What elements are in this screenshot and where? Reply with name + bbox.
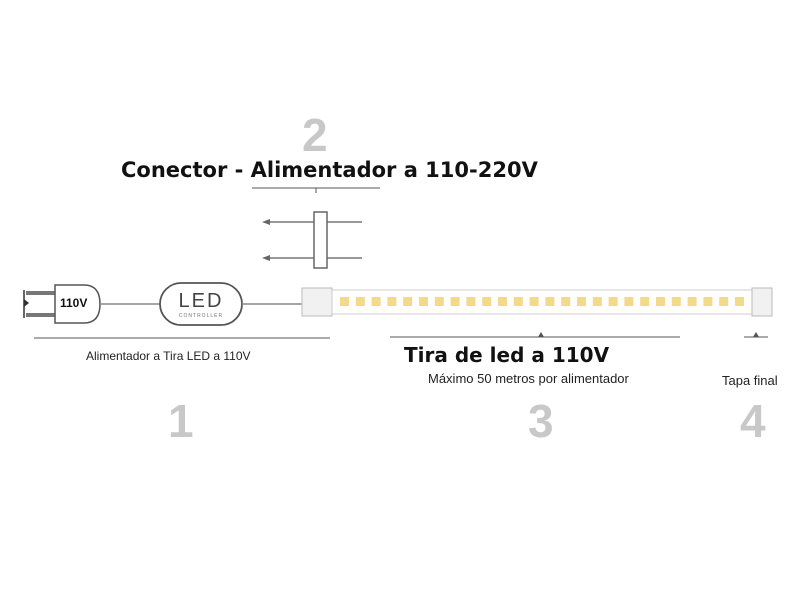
controller-graphic — [159, 282, 302, 326]
led-chip — [513, 297, 523, 306]
led-chip — [498, 297, 507, 306]
led-chip — [387, 297, 397, 306]
led-chip — [529, 297, 539, 306]
plug-graphic — [23, 284, 162, 324]
controller-sub-label: CONTROLLER — [178, 313, 224, 319]
led-chip — [371, 297, 381, 306]
step2-label: Conector - Alimentador a 110-220V — [121, 158, 538, 182]
step2-number: 2 — [302, 109, 328, 161]
led-chip — [403, 297, 413, 306]
led-chip — [624, 297, 634, 306]
step3-sublabel: Máximo 50 metros por alimentador — [428, 371, 629, 386]
connector-pins — [262, 211, 362, 269]
led-chip — [466, 297, 476, 306]
plug-voltage: 110V — [60, 296, 88, 310]
step3-number: 3 — [528, 395, 554, 447]
led-chip — [355, 297, 365, 306]
led-chip — [656, 297, 665, 306]
step4-number: 4 — [740, 395, 766, 447]
led-chip — [640, 297, 650, 306]
led-chip — [735, 297, 744, 306]
led-chip — [592, 297, 602, 306]
step3-label: Tira de led a 110V — [404, 343, 610, 367]
led-chip — [419, 297, 428, 306]
controller-label: LED — [178, 290, 224, 312]
led-chip — [703, 297, 713, 306]
led-chip — [608, 297, 618, 306]
step1-number: 1 — [168, 395, 194, 447]
step4-label: Tapa final — [722, 373, 778, 388]
led-chip — [687, 297, 697, 306]
step1-label: Alimentador a Tira LED a 110V — [86, 349, 251, 363]
led-chip — [340, 297, 349, 306]
led-chip — [561, 297, 571, 306]
led-chip — [671, 297, 681, 306]
led-chip — [545, 297, 555, 306]
connector-body — [313, 211, 328, 269]
led-strip — [301, 287, 753, 317]
led-chip — [482, 297, 492, 306]
led-chip — [434, 297, 444, 306]
led-chip — [577, 297, 586, 306]
led-chip — [719, 297, 729, 306]
led-chip — [450, 297, 460, 306]
end-cap — [751, 287, 773, 317]
